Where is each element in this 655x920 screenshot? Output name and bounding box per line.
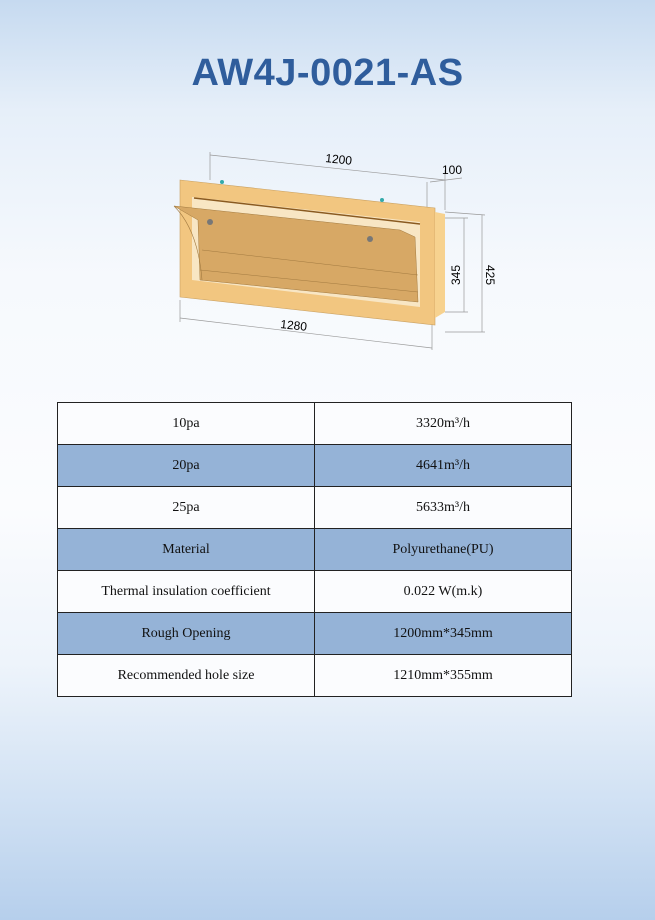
spec-value: 3320m³/h — [314, 402, 572, 445]
spec-value: 5633m³/h — [314, 486, 572, 529]
spec-label: 10pa — [57, 402, 315, 445]
spec-value: 1200mm*345mm — [314, 612, 572, 655]
spec-value: 0.022 W(m.k) — [314, 570, 572, 613]
dim-height-outer-label: 425 — [483, 265, 497, 285]
dim-depth-label: 100 — [442, 163, 462, 177]
dim-height-inner-label: 345 — [449, 265, 463, 285]
damper-drawing: 1200 100 345 425 1280 — [173, 151, 497, 350]
spec-value: 1210mm*355mm — [314, 654, 572, 697]
spec-label: 20pa — [57, 444, 315, 487]
dim-width-outer-label: 1280 — [280, 317, 308, 334]
page-title: AW4J-0021-AS — [191, 52, 464, 94]
spec-label: Thermal insulation coefficient — [57, 570, 315, 613]
spec-value: 4641m³/h — [314, 444, 572, 487]
dim-width-label: 1200 — [325, 151, 353, 168]
spec-label: Material — [57, 528, 315, 571]
spec-label: Recommended hole size — [57, 654, 315, 697]
spec-label: 25pa — [57, 486, 315, 529]
spec-value: Polyurethane(PU) — [314, 528, 572, 571]
spec-label: Rough Opening — [57, 612, 315, 655]
